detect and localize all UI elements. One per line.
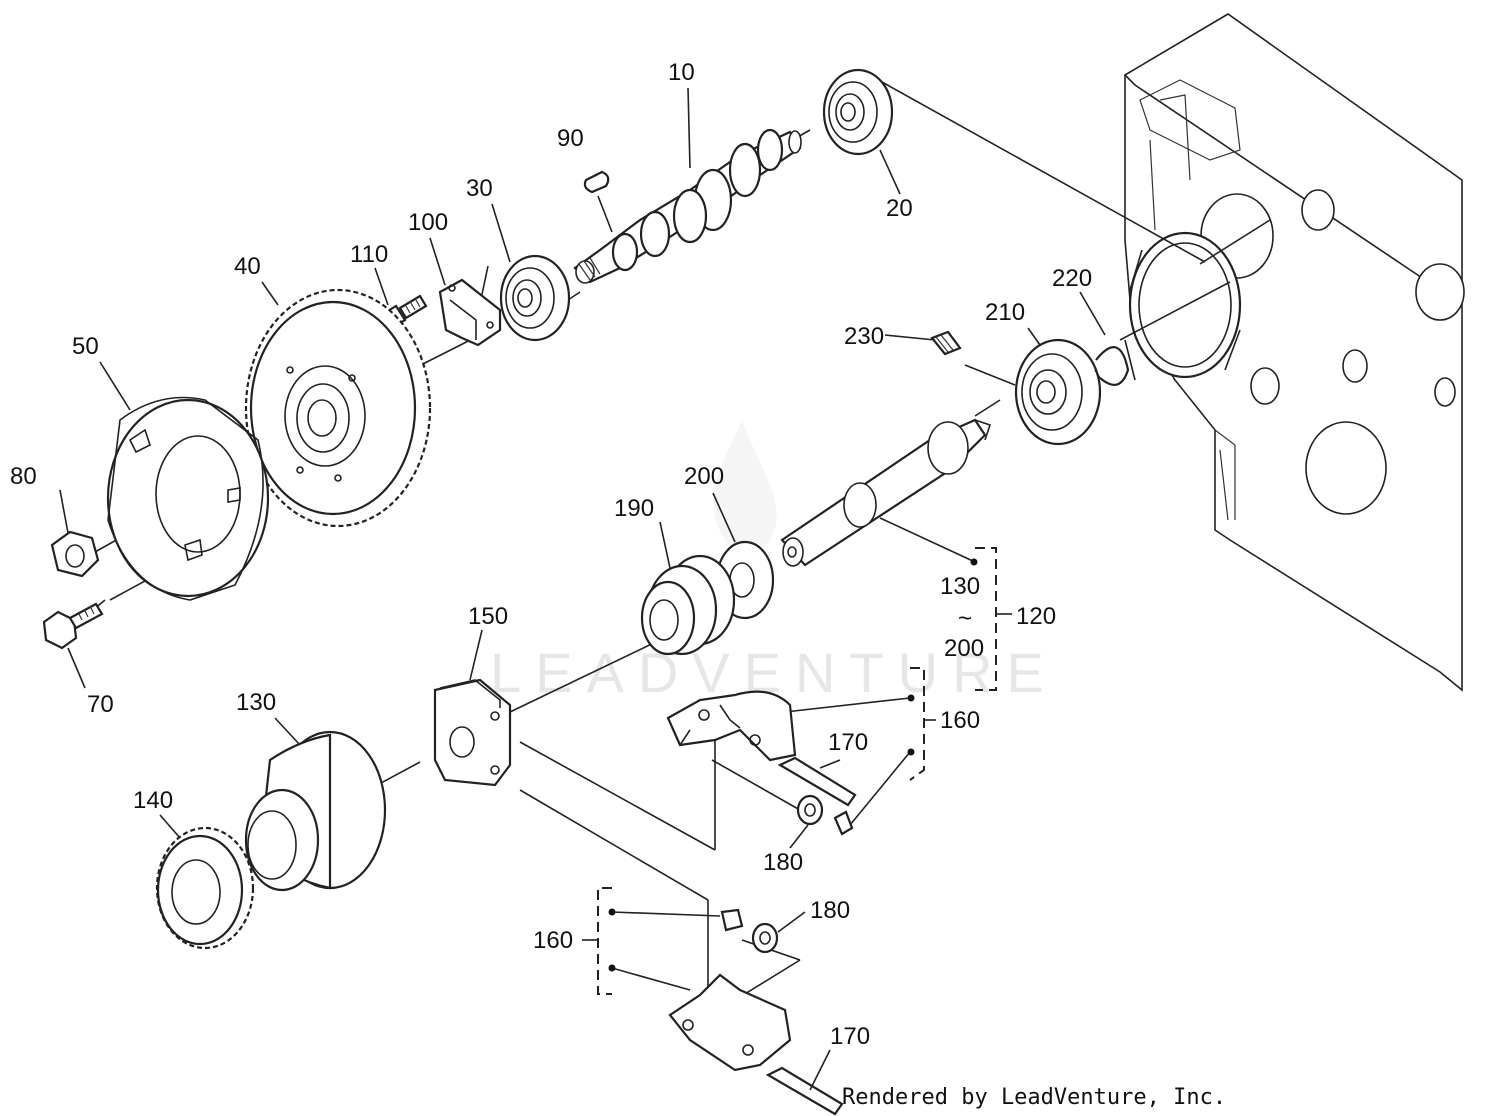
callout-30: 30 [466, 175, 493, 202]
callout-80: 80 [10, 463, 37, 490]
part-190-sleeve [640, 554, 736, 656]
part-80-nut [50, 530, 100, 578]
part-150-holder [433, 678, 512, 787]
callout-130: 130 [236, 689, 276, 716]
part-40-gear [244, 288, 432, 528]
part-120-governor-shaft [780, 418, 992, 567]
part-180-collar-upper [796, 794, 854, 836]
callout-210: 210 [985, 299, 1025, 326]
callout-200-range: 200 [944, 635, 984, 662]
callout-170-lower: 170 [830, 1023, 870, 1050]
part-140-gear [155, 826, 255, 950]
part-220-circlip [1094, 346, 1130, 386]
part-180-collar-lower [720, 908, 779, 954]
part-230-set-screw [930, 330, 962, 356]
callout-220: 220 [1052, 265, 1092, 292]
range-tilde: ~ [958, 605, 972, 632]
callout-180-lower: 180 [810, 897, 850, 924]
callout-leader-lines [59, 87, 1106, 1091]
assembly-axis-lines [74, 81, 1271, 1030]
group-bracket-160-lower [582, 887, 616, 995]
group-bracket-160-upper [907, 667, 936, 781]
callout-170-upper: 170 [828, 729, 868, 756]
part-170-pin-lower [765, 1066, 844, 1116]
engine-block [1124, 13, 1465, 692]
part-50-cover [106, 396, 270, 601]
part-70-bolt [42, 602, 104, 650]
part-160-fork-upper [666, 690, 797, 762]
callout-50: 50 [72, 333, 99, 360]
callout-70: 70 [87, 691, 114, 718]
callout-150: 150 [468, 603, 508, 630]
credit-text: Rendered by LeadVenture, Inc. [842, 1085, 1226, 1110]
callout-10: 10 [668, 59, 695, 86]
part-90-key [583, 170, 613, 233]
callout-120: 120 [1016, 603, 1056, 630]
part-130-flyweight-housing [244, 730, 387, 892]
group-bracket-120 [970, 547, 1012, 691]
callout-160-upper: 160 [940, 707, 980, 734]
callout-160-lower: 160 [533, 927, 573, 954]
watermark-flame-icon [713, 420, 777, 554]
callout-100: 100 [408, 209, 448, 236]
callout-190: 190 [614, 495, 654, 522]
callout-230: 230 [844, 323, 884, 350]
part-170-pin-upper [777, 756, 857, 807]
part-30-bearing [499, 254, 571, 342]
part-210-bearing [1014, 338, 1102, 446]
part-10-camshaft [573, 128, 802, 284]
callout-180-upper: 180 [763, 849, 803, 876]
callout-130-range: 130 [940, 573, 980, 600]
callout-20: 20 [886, 195, 913, 222]
callout-200: 200 [684, 463, 724, 490]
part-160-fork-lower [668, 973, 792, 1072]
callout-110: 110 [350, 241, 388, 268]
part-100-retainer-plate [438, 278, 502, 347]
callout-140: 140 [133, 787, 173, 814]
callout-40: 40 [234, 253, 261, 280]
part-20-bearing [822, 68, 894, 156]
callout-labels: 10 20 30 40 50 70 80 90 100 110 120 130 … [10, 59, 1092, 1050]
callout-90: 90 [557, 125, 584, 152]
